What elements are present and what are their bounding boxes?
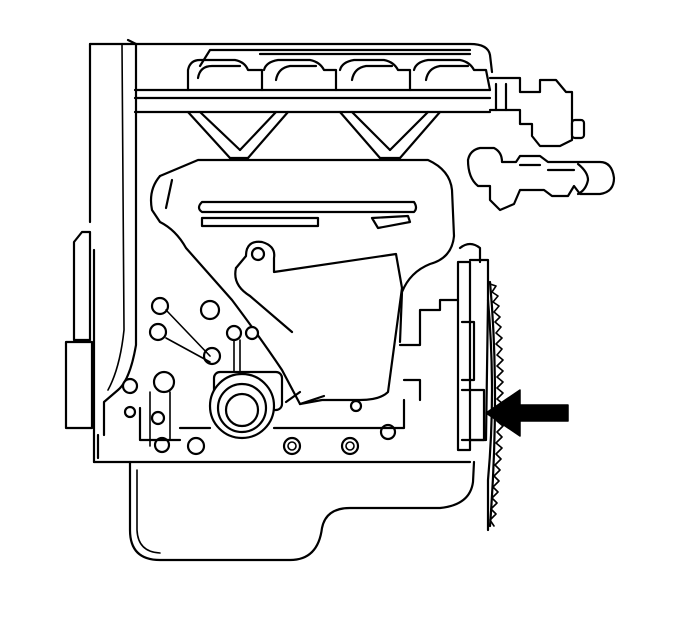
oil-filter [208,370,284,440]
lower-rail [138,390,406,442]
heat-shield [149,158,456,406]
valve-cover [133,48,492,114]
throttle-sensor-assembly [488,76,586,148]
flywheel [398,242,497,532]
oil-pan [128,460,476,562]
ring-gear-teeth [489,283,504,527]
arrow-left-icon [485,389,569,437]
intake-runners [186,110,442,160]
block-bolts [121,296,397,456]
coolant-pipe [466,146,616,212]
callout-arrow [485,389,569,437]
exhaust-manifold [234,240,404,406]
engine-block [88,38,494,464]
side-bracket [64,230,94,430]
